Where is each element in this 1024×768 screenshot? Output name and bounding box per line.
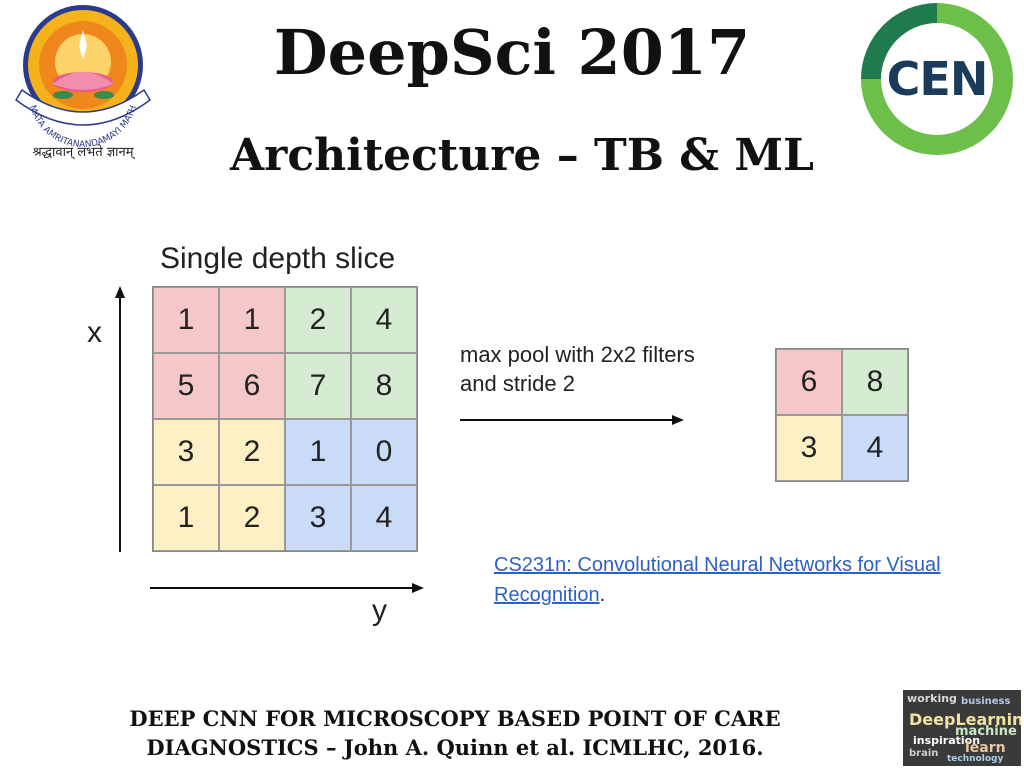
input-grid-cell: 8 [351, 353, 417, 419]
output-grid-cell: 6 [776, 349, 842, 415]
input-grid-cell: 3 [153, 419, 219, 485]
operation-line-2: and stride 2 [460, 371, 575, 396]
reference: CS231n: Convolutional Neural Networks fo… [494, 550, 964, 610]
word-cloud-word: brain [909, 748, 939, 759]
footer-line-1: DEEP CNN FOR MICROSCOPY BASED POINT OF C… [129, 706, 781, 731]
output-grid-cell: 3 [776, 415, 842, 481]
word-cloud-word: inspiration [913, 734, 981, 747]
reference-link[interactable]: CS231n: Convolutional Neural Networks fo… [494, 554, 941, 606]
input-grid-cell: 2 [285, 287, 351, 353]
word-cloud-word: technology [947, 754, 1004, 764]
word-cloud-word: working [907, 692, 957, 705]
operation-arrowhead [672, 415, 684, 425]
input-grid-cell: 0 [351, 419, 417, 485]
operation-line-1: max pool with 2x2 filters [460, 342, 695, 367]
word-cloud-word: machine [955, 724, 1017, 739]
x-axis-label: x [87, 316, 102, 349]
logo-motto: श्रद्धावान् लभते ज्ञानम् [32, 144, 135, 160]
input-grid-cell: 1 [153, 287, 219, 353]
word-cloud-image: working businessDeepLearningmachineinspir… [903, 690, 1021, 766]
output-grid-cell: 8 [842, 349, 908, 415]
input-grid-cell: 6 [219, 353, 285, 419]
operation-label: max pool with 2x2 filters and stride 2 [460, 340, 695, 398]
cen-logo: CEN [861, 3, 1013, 155]
input-grid-cell: 4 [351, 485, 417, 551]
input-grid-cell: 1 [285, 419, 351, 485]
amrita-logo: MATA AMRITANANDAMAYI MATH श्रद्धावान् लभ… [8, 0, 158, 165]
cen-logo-inner: CEN [881, 23, 993, 135]
axes [115, 286, 424, 593]
operation-arrow [460, 415, 684, 425]
input-grid-cell: 3 [285, 485, 351, 551]
y-axis-arrowhead [412, 583, 424, 593]
input-grid-title: Single depth slice [160, 242, 396, 275]
input-grid-cell: 1 [153, 485, 219, 551]
footer-line-2: DIAGNOSTICS – John A. Quinn et al. ICMLH… [146, 735, 764, 760]
cen-logo-text: CEN [886, 52, 989, 106]
footer-citation: DEEP CNN FOR MICROSCOPY BASED POINT OF C… [60, 704, 850, 762]
input-grid-cell: 1 [219, 287, 285, 353]
x-axis-arrowhead [115, 286, 125, 298]
word-cloud-word: learn [965, 740, 1006, 756]
input-grid-cell: 4 [351, 287, 417, 353]
input-grid-cell: 7 [285, 353, 351, 419]
reference-suffix: . [599, 584, 606, 606]
output-grid-cell: 4 [842, 415, 908, 481]
page-title: DeepSci 2017 [273, 16, 751, 89]
word-cloud-word: business [961, 696, 1011, 707]
page-subtitle: Architecture – TB & ML [230, 130, 814, 181]
y-axis-label: y [372, 594, 387, 627]
input-grid-cell: 5 [153, 353, 219, 419]
input-grid-cell: 2 [219, 419, 285, 485]
input-grid-cell: 2 [219, 485, 285, 551]
word-cloud-word: DeepLearning [909, 710, 1021, 729]
